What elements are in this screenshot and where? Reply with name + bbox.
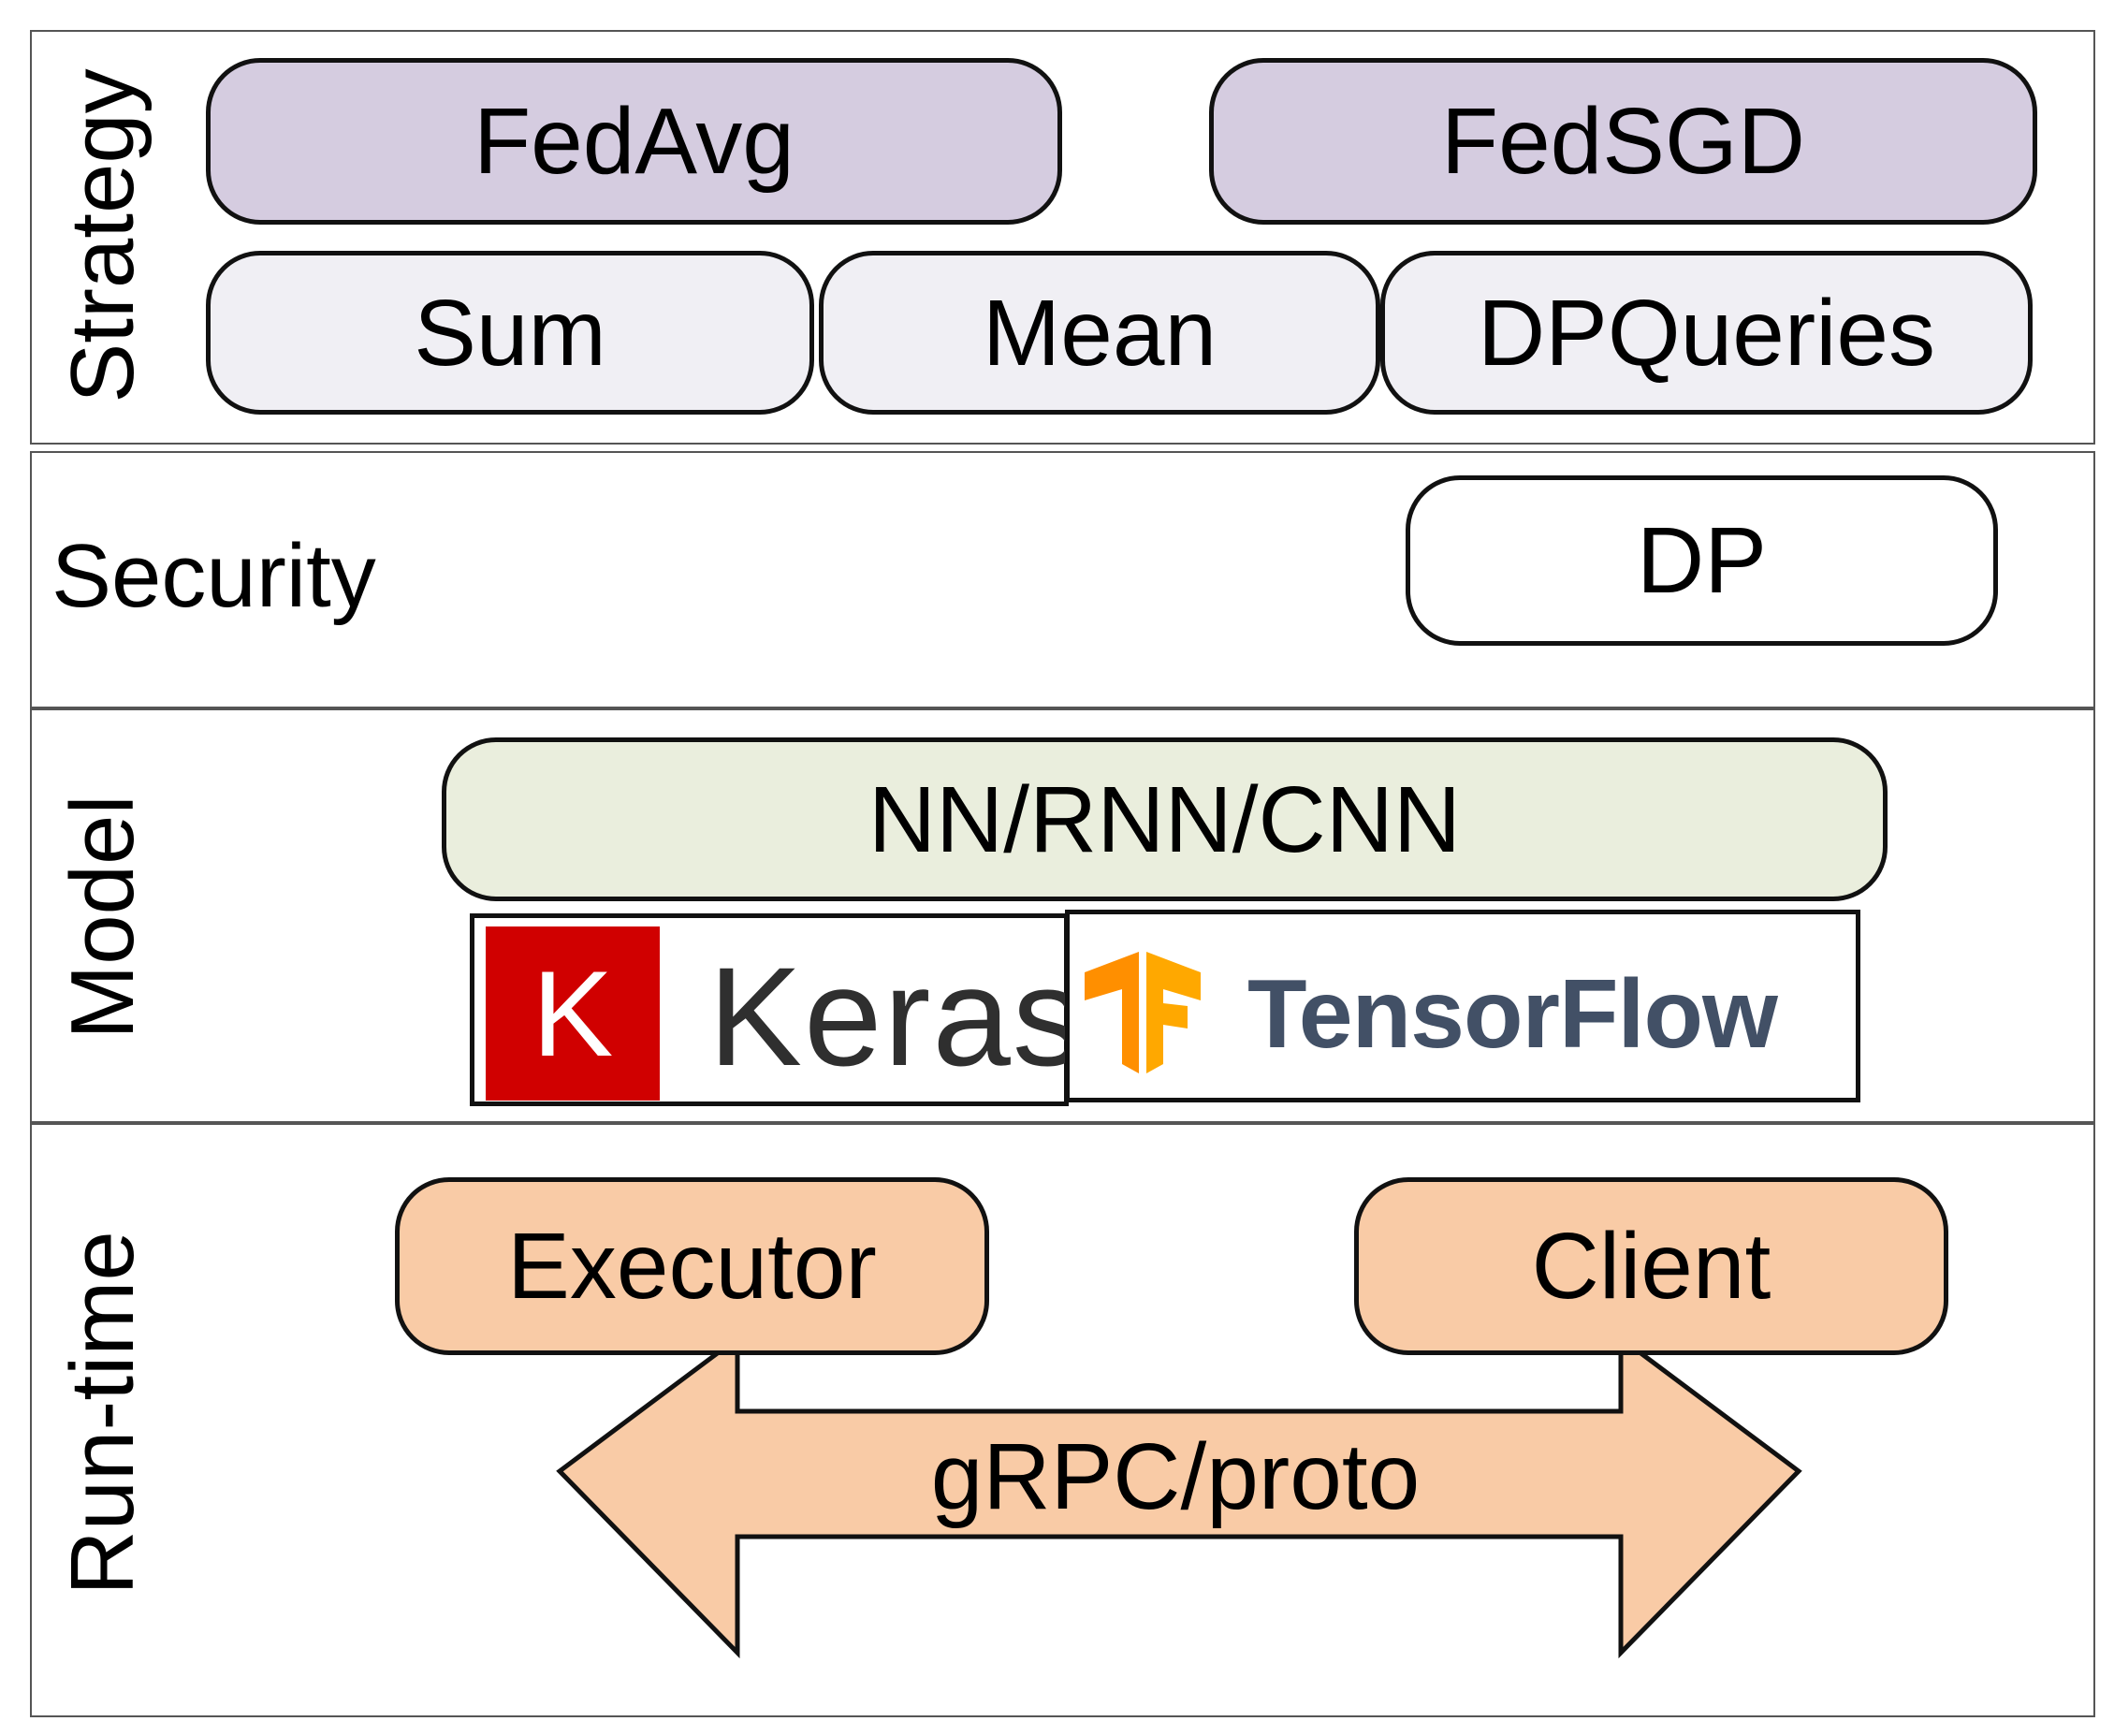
mean-label: Mean	[982, 280, 1217, 386]
keras-logo: K Keras	[470, 913, 1083, 1106]
security-layer-label: Security	[51, 526, 376, 626]
fedsgd-box: FedSGD	[1209, 58, 2037, 225]
dp-box: DP	[1406, 475, 1998, 646]
nn-rnn-cnn-box: NN/RNN/CNN	[442, 737, 1888, 901]
nn-rnn-cnn-label: NN/RNN/CNN	[867, 766, 1462, 872]
keras-wordmark: Keras	[708, 938, 1085, 1095]
tensorflow-logo-icon	[1085, 952, 1201, 1073]
mean-box: Mean	[819, 251, 1380, 415]
sum-label: Sum	[414, 280, 606, 386]
tensorflow-wordmark: TensorFlow	[1247, 960, 1778, 1069]
client-label: Client	[1531, 1214, 1771, 1319]
fedavg-label: FedAvg	[474, 89, 795, 194]
dp-label: DP	[1637, 508, 1767, 613]
fedsgd-label: FedSGD	[1440, 89, 1805, 194]
executor-box: Executor	[395, 1177, 989, 1355]
dpqueries-box: DPQueries	[1380, 251, 2033, 415]
grpc-double-arrow	[556, 1334, 1802, 1659]
client-box: Client	[1354, 1177, 1948, 1355]
sum-box: Sum	[206, 251, 814, 415]
fedavg-box: FedAvg	[206, 58, 1062, 225]
tensorflow-logo: TensorFlow	[1065, 910, 1860, 1102]
keras-logo-icon: K	[486, 926, 660, 1101]
executor-label: Executor	[507, 1214, 877, 1319]
keras-mark-letter: K	[532, 945, 614, 1082]
dpqueries-label: DPQueries	[1477, 280, 1936, 386]
grpc-proto-label: gRPC/proto	[930, 1424, 1421, 1529]
